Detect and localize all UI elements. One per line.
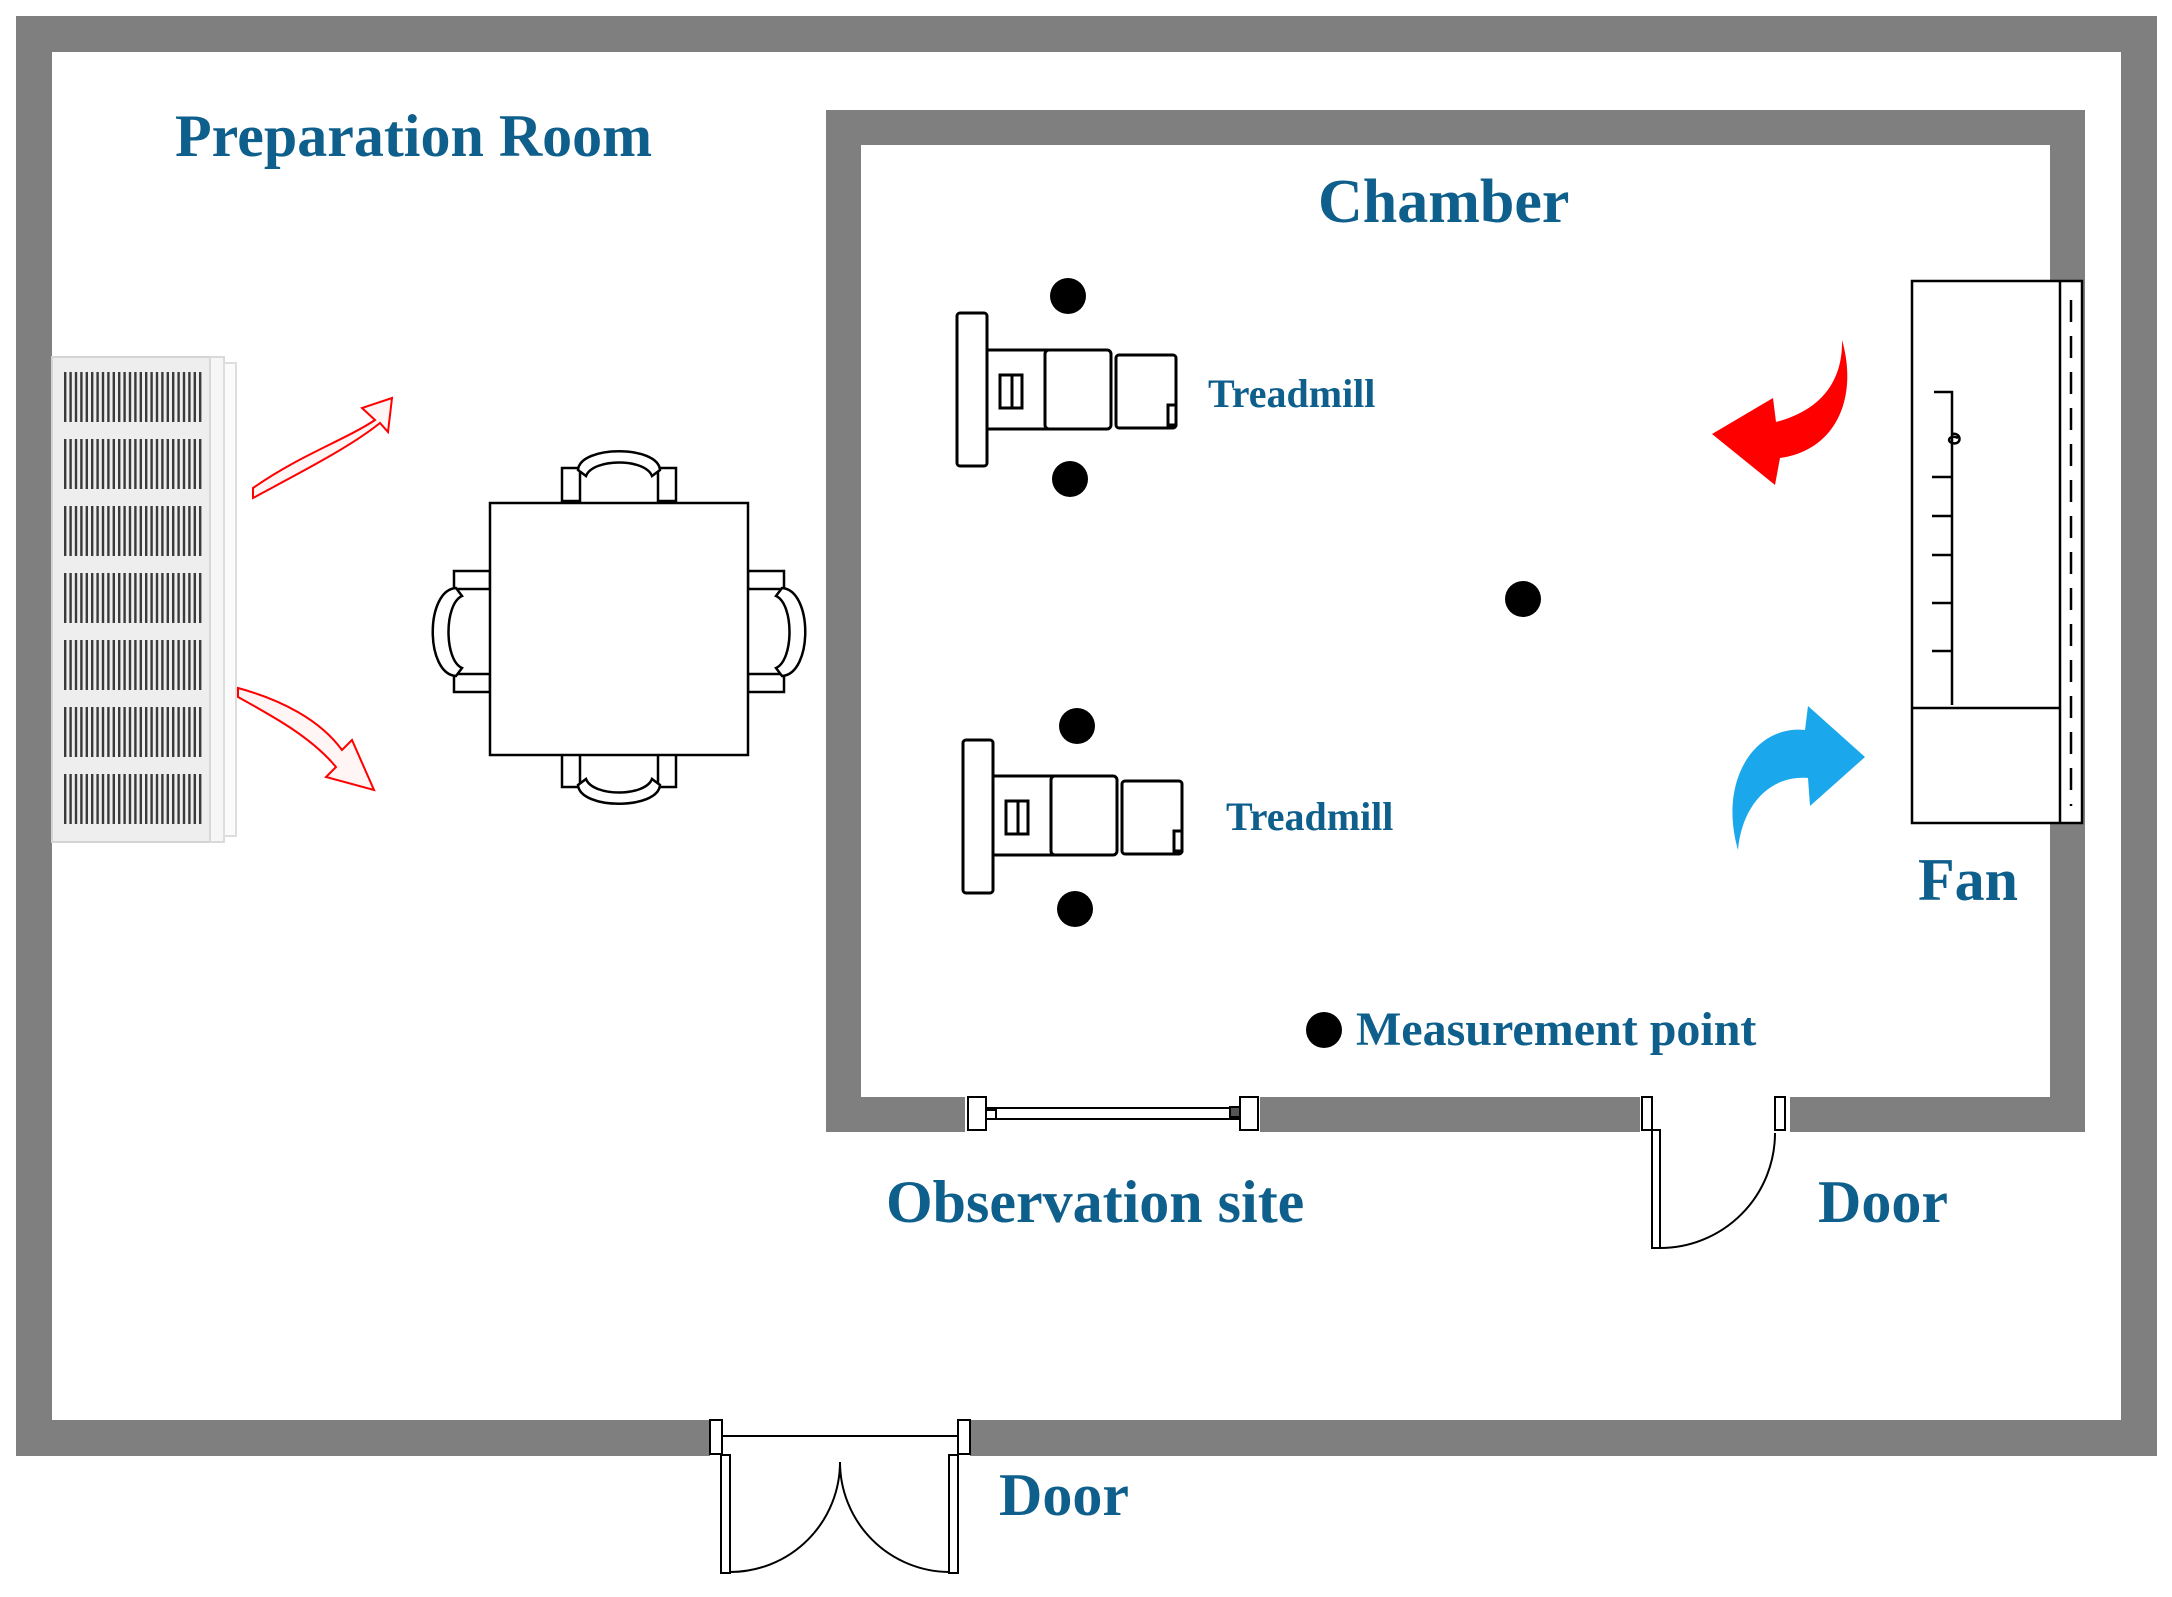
treadmill-label: Treadmill bbox=[1226, 794, 1393, 839]
fan-label: Fan bbox=[1918, 847, 2018, 913]
chamber-door-label: Door bbox=[1818, 1169, 1948, 1235]
supply-air-arrow-icon bbox=[1732, 706, 1865, 850]
door-swing-icon bbox=[1641, 1096, 1786, 1249]
chamber-walls bbox=[826, 110, 2085, 1135]
return-air-arrow-icon bbox=[1712, 340, 1848, 485]
window-icon bbox=[967, 1096, 1259, 1131]
legend-measurement-point-marker bbox=[1306, 1012, 1342, 1048]
main-door-label: Door bbox=[999, 1462, 1129, 1528]
measurement-point-marker bbox=[1052, 461, 1088, 497]
treadmill-icon bbox=[961, 738, 1184, 895]
preparation-room-label: Preparation Room bbox=[175, 103, 652, 169]
warm-air-arrow-up-icon bbox=[252, 396, 394, 500]
chamber-label: Chamber bbox=[1318, 168, 1569, 236]
measurement-point-label: Measurement point bbox=[1356, 1003, 1756, 1056]
measurement-point-marker bbox=[1050, 278, 1086, 314]
treadmill-icon bbox=[955, 311, 1178, 468]
radiator-heater-icon bbox=[51, 356, 237, 843]
door-swing-icon bbox=[709, 1419, 971, 1574]
outer-walls bbox=[16, 16, 2157, 1460]
warm-air-arrow-down-icon bbox=[237, 686, 376, 792]
measurement-point-marker bbox=[1505, 581, 1541, 617]
measurement-points bbox=[1050, 278, 1541, 1048]
measurement-point-marker bbox=[1059, 708, 1095, 744]
measurement-point-marker bbox=[1057, 891, 1093, 927]
fan-unit-icon bbox=[1910, 279, 2084, 825]
table-with-chairs-icon bbox=[431, 450, 807, 805]
treadmill-label: Treadmill bbox=[1208, 371, 1375, 416]
observation-site-label: Observation site bbox=[886, 1169, 1304, 1235]
